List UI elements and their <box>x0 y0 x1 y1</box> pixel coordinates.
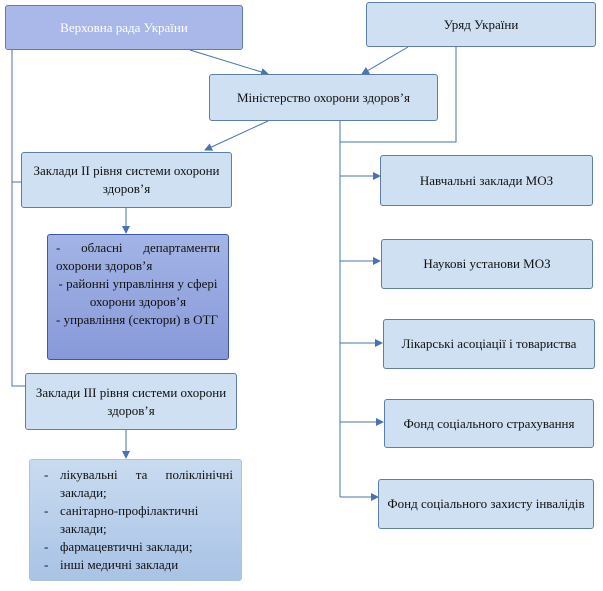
arrow-uriad-to-moz <box>361 46 409 75</box>
bracket-uriad <box>340 47 457 143</box>
level3-detail-4: інші медичні заклади <box>38 556 233 574</box>
arrow-rada-to-moz <box>189 49 269 76</box>
node-moz: Міністерство охорони здоров’я <box>209 74 438 121</box>
level2-detail-3: - управління (сектори) в ОТГ <box>56 312 218 327</box>
level3-detail-3: фармацевтичні заклади; <box>38 538 233 556</box>
level3-detail-1: лікувальні та поліклінічні заклади; <box>38 466 233 502</box>
arrow-moz-to-level2 <box>204 120 269 151</box>
level2-detail-2: - районні управління у сфері охорони здо… <box>58 276 218 309</box>
node-uriad: Уряд України <box>366 2 596 47</box>
node-science: Наукові установи МОЗ <box>381 239 593 289</box>
node-education: Навчальні заклади МОЗ <box>380 155 593 206</box>
level2-details: - обласні департаменти охорони здоров’я … <box>47 234 229 360</box>
bracket-rada-levels <box>11 50 25 387</box>
node-associations: Лікарські асоціації і товариства <box>383 319 595 369</box>
level3-details: лікувальні та поліклінічні заклади; сані… <box>29 459 242 581</box>
level3-detail-2: санітарно-профілактичні заклади; <box>38 502 233 538</box>
node-level2: Заклади ІІ рівня системи охорони здоров’… <box>21 152 232 208</box>
node-verkhovna-rada: Верховна рада України <box>5 5 243 50</box>
node-disabled-fund: Фонд соціального захисту інвалідів <box>378 479 594 529</box>
level2-detail-1: - обласні департаменти охорони здоров’я <box>56 240 220 273</box>
node-social-insurance: Фонд соціального страхування <box>384 399 594 448</box>
node-level3: Заклади ІІІ рівня системи охорони здоров… <box>25 373 237 430</box>
